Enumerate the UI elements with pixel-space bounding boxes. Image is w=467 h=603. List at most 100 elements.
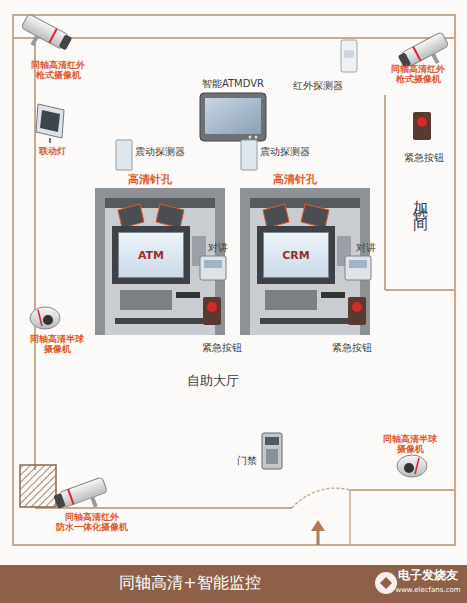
device-label: 高清针孔 — [273, 174, 317, 187]
linkage-light-part — [36, 104, 64, 138]
device-label: 紧急按钮 — [404, 152, 444, 164]
access-control — [262, 433, 282, 469]
device-label: 对讲 — [208, 242, 228, 254]
device-label: 同轴高清红外 枪式摄像机 — [391, 64, 445, 85]
device-label: 门禁 — [237, 455, 257, 467]
screen-text: CRM — [282, 249, 310, 262]
atm-machine-part — [95, 188, 225, 335]
crm-machine-part — [321, 292, 345, 298]
access-control-part — [262, 433, 282, 469]
access-control-part — [266, 449, 278, 464]
dome-camera-part — [38, 310, 42, 326]
emergency-button-part — [417, 117, 427, 127]
caption-banner-part — [375, 572, 397, 594]
vibration-detector — [116, 140, 257, 170]
device-label: 同轴高清半球 摄像机 — [30, 334, 84, 355]
gun-camera-part — [59, 34, 73, 50]
emergency-button-part — [352, 302, 362, 312]
linkage-light-part — [40, 110, 60, 132]
room-walls-part — [350, 489, 455, 491]
atm-machine-part — [120, 290, 172, 310]
crm-machine-part — [263, 204, 289, 228]
device-label: 紧急按钮 — [332, 342, 372, 354]
room-walls-part — [385, 289, 455, 291]
room-walls-part — [34, 38, 36, 470]
dome-camera-part — [404, 463, 414, 473]
emergency-button — [413, 112, 431, 140]
dvr-monitor-part — [249, 136, 252, 139]
caption-banner — [0, 565, 467, 603]
device-label: 联动灯 — [39, 146, 66, 156]
screen-text: ATM — [138, 249, 164, 262]
room-walls-part — [384, 95, 386, 290]
crm-machine-part — [257, 226, 335, 284]
vibration-detector-part — [116, 140, 132, 170]
infrared-detector — [341, 40, 357, 72]
atm-machine-part — [105, 198, 215, 335]
door-part — [311, 520, 325, 531]
device-label: 同轴高清红外 枪式摄像机 — [31, 60, 85, 81]
infrared-detector-part — [344, 50, 354, 58]
intercom-part — [345, 256, 371, 280]
device-label: 对讲 — [356, 242, 376, 254]
dvr-monitor-part — [200, 93, 266, 141]
gun-camera-part — [30, 35, 38, 46]
hatched-pillar — [20, 465, 56, 507]
dvr-monitor-part — [205, 98, 261, 134]
hatched-pillar-part — [20, 465, 56, 507]
linkage-light-part — [49, 138, 51, 143]
emergency-button-part — [348, 297, 366, 325]
gun-camera-part — [431, 53, 439, 64]
atm-machine-part — [115, 318, 205, 324]
emergency-button-part — [207, 302, 217, 312]
waterproof-camera-part — [53, 493, 65, 509]
vibration-detector-part — [241, 140, 257, 170]
waterproof-camera-part — [59, 477, 108, 508]
atm-screen: CRM — [263, 232, 329, 278]
dome-camera — [30, 307, 427, 477]
dvr-monitor-part — [255, 136, 258, 139]
atm-machine-part — [112, 226, 190, 284]
atm-machine — [95, 188, 225, 335]
device-label: 紧急按钮 — [202, 342, 242, 354]
device-label: 震动探测器 — [260, 146, 310, 158]
emergency-button — [203, 297, 366, 325]
watermark: www.elecfans.com — [395, 586, 460, 594]
dvr-monitor — [200, 93, 266, 141]
crm-machine-part — [301, 204, 329, 228]
crm-machine-part — [250, 198, 360, 335]
dome-camera-part — [397, 455, 427, 477]
waterproof-camera-part — [68, 489, 73, 504]
gun-camera-part — [413, 47, 421, 61]
dome-camera-part — [415, 458, 419, 474]
atm-screen: ATM — [118, 232, 184, 278]
emergency-button-part — [203, 297, 221, 325]
linkage-light — [36, 104, 64, 143]
intercom-part — [204, 260, 222, 268]
crm-machine-part — [240, 188, 370, 335]
crm-machine-part — [260, 318, 350, 324]
door — [292, 488, 350, 545]
atm-machine-part — [118, 204, 144, 228]
gun-camera-part — [49, 29, 57, 43]
door-part — [349, 490, 351, 545]
crm-machine-part — [265, 290, 317, 310]
room-walls-part — [13, 15, 455, 545]
waterproof-camera-part — [90, 497, 97, 508]
device-label: 同轴高清红外 防水一体化摄像机 — [56, 512, 128, 533]
caption: 同轴高清+智能监控 — [119, 574, 260, 592]
emergency-button-part — [413, 112, 431, 140]
device-label: 智能ATMDVR — [202, 78, 264, 90]
room-walls — [13, 15, 455, 545]
device-label: 高清针孔 — [128, 174, 172, 187]
device-label: 震动探测器 — [135, 146, 185, 158]
dome-camera-part — [30, 307, 60, 329]
caption-banner-part — [380, 577, 392, 589]
access-control-part — [265, 437, 279, 445]
door-part — [292, 488, 350, 508]
room-walls-part — [35, 507, 292, 509]
room-walls-part — [13, 37, 455, 39]
intercom-part — [200, 256, 226, 280]
infrared-detector-part — [341, 40, 357, 72]
